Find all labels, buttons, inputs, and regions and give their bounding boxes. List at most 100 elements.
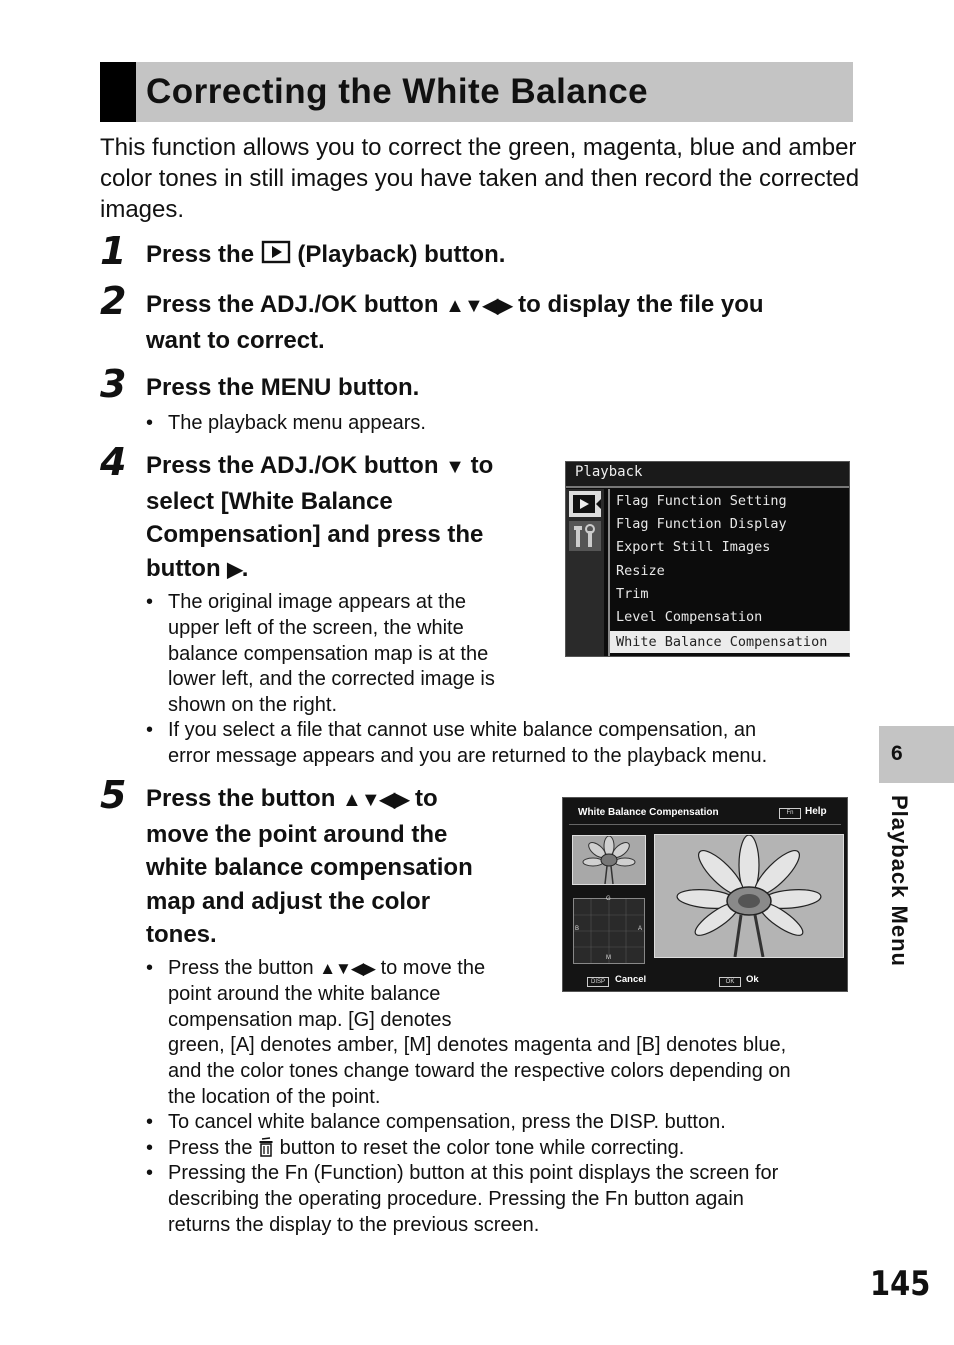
- menu-item[interactable]: Level Compensation: [616, 609, 763, 625]
- step-2-text: Press the ADJ./OK button ▲▼◀▶ to display…: [146, 288, 764, 357]
- step-5-line2: move the point around the: [146, 820, 448, 848]
- step-5-bullet-4-line: returns the display to the previous scre…: [168, 1213, 540, 1236]
- map-label-g: G: [606, 896, 611, 902]
- step-5-bullet-3-post: button to reset the color tone while cor…: [274, 1137, 685, 1159]
- step-1-post: (Playback) button.: [290, 241, 506, 268]
- step-5-bullet-1-post: to move the: [375, 957, 486, 979]
- original-image-thumbnail: [572, 835, 646, 885]
- fn-key-icon: Fn: [779, 808, 801, 819]
- step-5-bullet-1-line: the location of the point.: [168, 1085, 381, 1108]
- step-5-bullet-3-pre: Press the: [168, 1137, 259, 1159]
- map-label-b: B: [575, 926, 580, 932]
- step-1-pre: Press the: [146, 241, 261, 268]
- step-number-1: 1: [100, 229, 127, 273]
- wb-screen-title: White Balance Compensation: [578, 807, 719, 818]
- step-5-line1-pre: Press the button: [146, 785, 343, 812]
- step-3-text: Press the MENU button.: [146, 374, 420, 401]
- step-4-bullet-1-line: upper left of the screen, the white: [168, 616, 464, 639]
- chapter-tab: 6: [879, 726, 954, 783]
- step-5-line5: tones.: [146, 921, 217, 948]
- direction-arrows-icon: ▲▼◀▶: [445, 295, 512, 317]
- step-5-bullet-1: • Press the button ▲▼◀▶ to move the poin…: [146, 956, 791, 1111]
- intro-paragraph: This function allows you to correct the …: [100, 134, 860, 223]
- step-5-bullet-1-line: point around the white balance: [168, 982, 441, 1005]
- step-4-bullet-1-line: balance compensation map is at the: [168, 642, 489, 665]
- page-number: 145: [870, 1264, 931, 1304]
- menu-list: Flag Function Setting Flag Function Disp…: [608, 489, 850, 656]
- step-4-bullet-1: • The original image appears at the uppe…: [146, 590, 495, 719]
- step-5-bullet-2: •To cancel white balance compensation, p…: [146, 1111, 726, 1133]
- step-5-bullet-1-line: compensation map. [G] denotes: [168, 1008, 452, 1031]
- menu-item[interactable]: Flag Function Setting: [616, 493, 787, 509]
- step-5-line3: white balance compensation: [146, 854, 473, 881]
- step-5-line1-post: to: [408, 785, 438, 812]
- step-5-bullet-3: •Press the button to reset the color ton…: [146, 1136, 685, 1165]
- step-4-line4-pre: button: [146, 554, 228, 582]
- cancel-label: Cancel: [615, 974, 647, 985]
- step-4-bullet-2-line: error message appears and you are return…: [168, 744, 768, 767]
- page-title: Correcting the White Balance: [146, 72, 649, 111]
- right-arrow-icon: ▶: [227, 558, 242, 581]
- step-4-line4-post: .: [241, 554, 249, 582]
- step-4-bullet-2-line: If you select a file that cannot use whi…: [168, 719, 757, 741]
- step-2-line1-post: to display the file you: [511, 291, 764, 318]
- direction-arrows-icon: ▲▼◀▶: [342, 789, 409, 811]
- divider: [569, 824, 841, 825]
- step-5-bullet-4-line: Pressing the Fn (Function) button at thi…: [168, 1162, 779, 1184]
- step-number-4: 4: [100, 440, 127, 484]
- step-4-bullet-1-line: The original image appears at the: [168, 591, 466, 613]
- step-4-line3: Compensation] and press the: [146, 521, 484, 548]
- white-balance-screenshot: White Balance Compensation Fn Help G A M…: [562, 797, 848, 992]
- step-4-text: Press the ADJ./OK button ▼ to select [Wh…: [146, 449, 493, 587]
- step-5-bullet-4-line: describing the operating procedure. Pres…: [168, 1187, 744, 1210]
- direction-arrows-icon: ▲▼◀▶: [319, 959, 376, 978]
- help-label: Help: [805, 806, 827, 817]
- step-5-line4: map and adjust the color: [146, 887, 431, 915]
- step-number-3: 3: [100, 362, 127, 406]
- menu-item[interactable]: Export Still Images: [616, 539, 771, 555]
- disp-key-icon: DISP: [587, 977, 609, 987]
- step-4-bullet-1-line: shown on the right.: [168, 694, 337, 717]
- playback-icon: [261, 240, 291, 274]
- section-title-bar: Correcting the White Balance: [100, 62, 853, 122]
- title-marker-block: [100, 62, 136, 122]
- step-4-bullet-2: • If you select a file that cannot use w…: [146, 718, 768, 770]
- step-4-bullet-1-line: lower left, and the corrected image is: [168, 668, 495, 691]
- map-label-m: M: [606, 955, 611, 961]
- wb-compensation-map[interactable]: G A M B: [573, 896, 645, 964]
- down-arrow-icon: ▼: [445, 456, 465, 478]
- ok-key-icon: OK: [719, 977, 741, 987]
- menu-item[interactable]: Trim: [616, 586, 649, 602]
- menu-item-selected[interactable]: White Balance Compensation: [610, 631, 850, 653]
- playback-menu-screenshot: Playback Flag Function Setting Flag Func…: [565, 461, 850, 657]
- corrected-image: [654, 834, 844, 958]
- trash-icon: [258, 1137, 274, 1165]
- ok-label: Ok: [746, 974, 759, 985]
- menu-item[interactable]: Resize: [616, 563, 665, 579]
- step-3-bullet-text: The playback menu appears.: [168, 412, 426, 434]
- step-number-2: 2: [100, 279, 127, 323]
- step-1-text: Press the (Playback) button.: [146, 238, 505, 274]
- menu-item[interactable]: Flag Function Display: [616, 516, 787, 532]
- step-3-bullet: •The playback menu appears.: [146, 412, 426, 434]
- menu-header: Playback: [566, 462, 849, 488]
- step-5-bullet-1-line: green, [A] denotes amber, [M] denotes ma…: [168, 1034, 787, 1057]
- menu-sidebar: [566, 489, 604, 656]
- step-number-5: 5: [100, 773, 127, 817]
- step-5-bullet-1-pre: Press the button: [168, 957, 320, 979]
- step-4-line1-post: to: [463, 452, 494, 479]
- setup-tab-icon: [569, 521, 601, 551]
- step-5-text: Press the button ▲▼◀▶ to move the point …: [146, 782, 473, 952]
- map-label-a: A: [638, 926, 643, 932]
- menu-header-label: Playback: [575, 464, 643, 480]
- step-2-line2: want to correct.: [146, 326, 325, 354]
- step-5-bullet-2-text: To cancel white balance compensation, pr…: [168, 1111, 726, 1133]
- step-4-line1-pre: Press the ADJ./OK button: [146, 452, 446, 479]
- step-2-line1-pre: Press the ADJ./OK button: [146, 291, 446, 318]
- playback-tab-icon: [569, 491, 601, 517]
- step-5-bullet-1-line: and the color tones change toward the re…: [168, 1060, 791, 1083]
- chapter-label: Playback Menu: [887, 795, 912, 967]
- step-4-line2: select [White Balance: [146, 487, 393, 515]
- chapter-number: 6: [891, 742, 903, 765]
- step-5-bullet-4: • Pressing the Fn (Function) button at t…: [146, 1161, 779, 1238]
